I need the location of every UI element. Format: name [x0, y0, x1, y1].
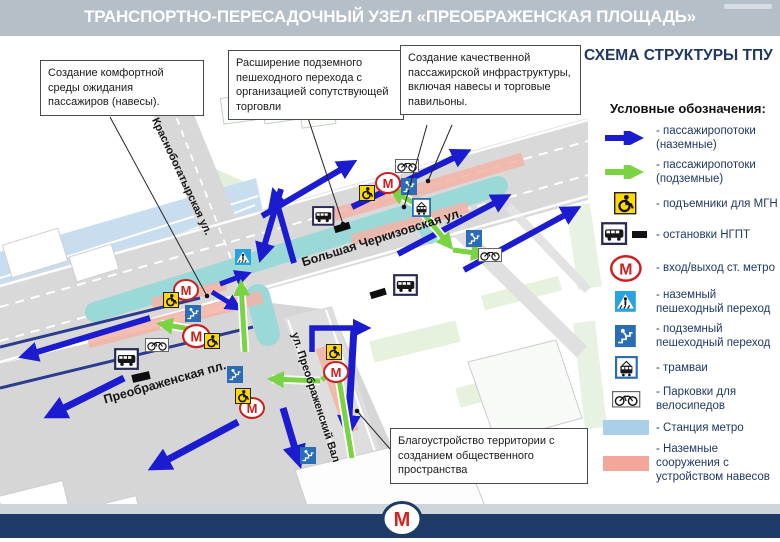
legend-title: СХЕМА СТРУКТУРЫ ТПУ	[584, 47, 773, 64]
legend-panel: - пассажиропотоки (наземные) - пассажиро…	[600, 124, 778, 490]
legend-item-label: - Парковки для велосипедов	[656, 386, 737, 413]
ngpt-stop-bars	[131, 221, 387, 383]
legend-item-label: - вход/выход ст. метро	[656, 262, 775, 275]
bus-stop-icon	[312, 206, 335, 226]
underground-crossing-icon	[184, 304, 202, 323]
underground-crossing-icon	[299, 446, 317, 465]
callout-passenger-infrastructure: Создание качественной пассажирской инфра…	[400, 45, 581, 116]
callout-underpass-expansion: Расширение подземного пешеходного перехо…	[228, 50, 404, 121]
wheelchair-lift-icon	[203, 332, 221, 350]
underground-crossing-icon	[400, 177, 418, 196]
tram-icon	[614, 356, 638, 379]
legend-item-bike-parking: - Парковки для велосипедов	[600, 385, 778, 413]
legend-item-label: - остановки НГПТ	[656, 229, 751, 242]
bike-parking-icon	[611, 390, 640, 408]
bus-stop-icon	[114, 348, 139, 370]
legend-item-surface-structures: - Наземные сооружения с устройством наве…	[600, 442, 778, 484]
wheelchair-lift-icon	[234, 387, 252, 405]
header-bar: ТРАНСПОРТНО-ПЕРЕСАДОЧНЫЙ УЗЕЛ «ПРЕОБРАЖЕ…	[0, 0, 780, 36]
underground-flow-arrow-icon	[605, 165, 645, 180]
legend-item-label: - Наземные сооружения с устройством наве…	[656, 443, 770, 484]
svg-text:М: М	[394, 509, 411, 531]
metro-station-swatch	[603, 420, 649, 436]
legend-item-label: - пассажиропотоки (подземные)	[656, 159, 756, 186]
bike-parking-icon	[144, 337, 170, 353]
legend-item-wheelchair-lift: - подъемники для МГН	[600, 192, 778, 216]
callout-public-space: Благоустройство территории с созданием о…	[390, 428, 588, 484]
leader-lines	[109, 116, 453, 450]
legend-item-label: - подъемники для МГН	[656, 198, 778, 211]
legend-item-label: - подземный пешеходный переход	[656, 323, 771, 350]
legend-item-metro-station: - Станция метро	[600, 419, 778, 436]
wheelchair-lift-icon	[325, 343, 343, 361]
underground-crossing-icon	[465, 229, 483, 248]
legend-item-ground-flow: - пассажиропотоки (наземные)	[600, 124, 778, 152]
legend-item-metro-entrance: - вход/выход ст. метро	[600, 254, 778, 282]
ground-crossing-icon	[234, 248, 252, 266]
watermark	[724, 4, 772, 9]
surface-structures-swatch	[603, 455, 649, 471]
wheelchair-lift-icon	[358, 184, 376, 202]
legend-subtitle: Условные обозначения:	[610, 101, 766, 116]
tram-icon	[411, 197, 432, 218]
metro-entrance-icon	[609, 255, 642, 282]
metro-entrance-icon	[323, 361, 349, 383]
callout-waiting-environment: Создание комфортной среды ожидания пасса…	[40, 60, 204, 116]
legend-item-label: - наземный пешеходный переход	[656, 289, 771, 316]
ground-crossing-icon	[615, 291, 637, 313]
legend-item-label: - пассажиропотоки (наземные)	[656, 125, 756, 152]
ground-flow-arrow-icon	[605, 131, 645, 146]
bus-stop-icon	[393, 274, 418, 296]
legend-item-tram: - трамваи	[600, 356, 778, 379]
legend-item-underground-flow: - пассажиропотоки (подземные)	[600, 158, 778, 186]
legend-item-ground-crossing: - наземный пешеходный переход	[600, 288, 778, 316]
legend-item-bus-stop: - остановки НГПТ	[600, 222, 778, 248]
bus-stop-icon	[601, 222, 647, 246]
wheelchair-lift-icon	[162, 291, 180, 309]
moscow-metro-logo: М	[381, 501, 423, 542]
legend-item-underground-crossing: - подземный пешеходный переход	[600, 322, 778, 350]
page-title: ТРАНСПОРТНО-ПЕРЕСАДОЧНЫЙ УЗЕЛ «ПРЕОБРАЖЕ…	[84, 7, 696, 26]
legend-item-label: - Станция метро	[656, 421, 744, 434]
underground-crossing-icon	[226, 365, 244, 384]
bike-parking-icon	[477, 247, 503, 263]
underground-crossing-icon	[615, 324, 637, 348]
wheelchair-lift-icon	[614, 192, 637, 215]
legend-item-label: - трамваи	[656, 361, 708, 374]
metro-entrance-icon	[375, 172, 401, 194]
